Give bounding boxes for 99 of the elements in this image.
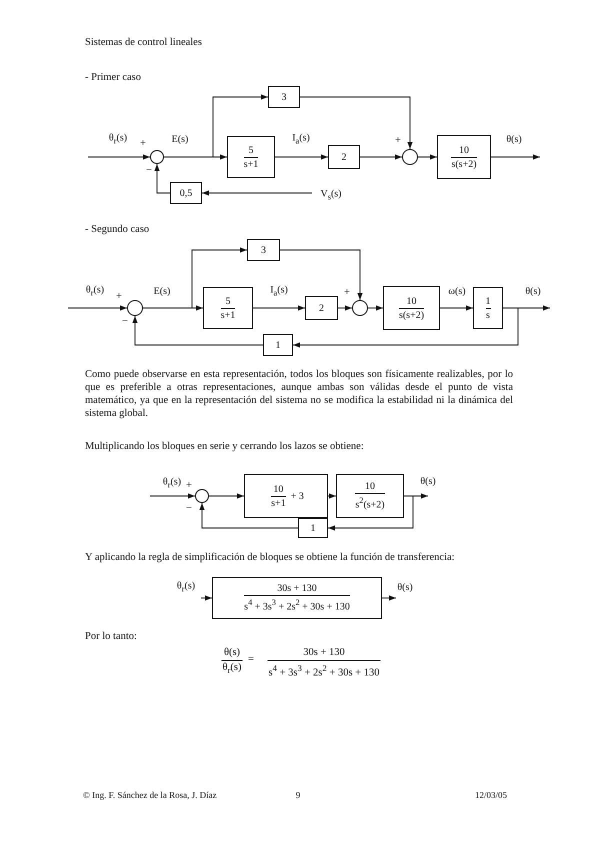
signal-arrow	[208, 493, 244, 499]
signal-arrow	[490, 154, 540, 160]
signal-label: ω(s)	[447, 286, 467, 298]
plus-sign: +	[116, 291, 122, 303]
transfer-block	[170, 182, 202, 204]
denominator-text: s+1	[220, 310, 236, 320]
transfer-block	[383, 286, 440, 330]
signal-arrow	[280, 250, 363, 300]
denominator-text: s$^{4}$ + 3s$^{3}$ + 2s$^{2}$ + 30s + 130	[244, 597, 350, 613]
equation-term: 30s + 130	[303, 647, 345, 659]
summing-junction	[352, 300, 368, 316]
plus-sign: +	[186, 480, 192, 492]
summing-junction	[195, 489, 209, 503]
signal-arrow	[199, 502, 298, 528]
transfer-block	[212, 577, 382, 619]
transfer-block	[328, 145, 360, 169]
signal-arrow	[150, 493, 196, 499]
signal-arrow	[440, 305, 474, 311]
signal-arrow	[274, 154, 328, 160]
denominator-text: s+1	[244, 158, 258, 170]
signal-arrow	[252, 305, 306, 311]
numerator-text: 10	[273, 484, 284, 494]
signal-arrow	[368, 305, 384, 311]
numerator-text: 10	[459, 144, 469, 156]
signal-arrow	[300, 96, 413, 150]
transfer-block	[244, 474, 328, 518]
transfer-block	[227, 136, 275, 178]
block-gain: 2	[319, 302, 324, 314]
summing-junction	[150, 150, 164, 164]
numerator-text: 5	[226, 296, 230, 306]
signal-arrow	[200, 595, 212, 601]
numerator-text: 30s + 130	[277, 583, 317, 594]
summing-junction	[127, 300, 143, 316]
plus-sign: +	[140, 138, 146, 150]
signal-arrow	[164, 94, 268, 158]
body-text: Multiplicando los bloques en serie y cerrando los lazos se obtiene:	[85, 441, 364, 453]
transfer-block	[203, 287, 253, 329]
added-term: + 3	[290, 490, 304, 502]
equals-sign: =	[248, 654, 254, 666]
equation-term: θ$_{r}$(s)	[222, 662, 242, 676]
block-gain: 2	[342, 152, 346, 162]
section-heading: - Primer caso	[85, 72, 141, 84]
block-gain: 1	[276, 340, 280, 350]
transfer-block	[263, 334, 293, 356]
denominator-text: s(s+2)	[398, 310, 424, 320]
transfer-block	[473, 287, 503, 329]
block-gain: 3	[282, 92, 286, 102]
signal-arrow	[202, 190, 312, 196]
numerator-text: 10	[365, 481, 375, 492]
block-gain: 1	[310, 522, 316, 534]
signal-label: θ(s)	[396, 582, 414, 594]
signal-arrow	[338, 305, 352, 311]
signal-arrow	[382, 595, 396, 601]
signal-label: E(s)	[152, 286, 172, 298]
transfer-block	[305, 296, 338, 320]
section-heading: - Segundo caso	[85, 224, 150, 236]
signal-label: θ(s)	[419, 476, 437, 488]
equation-term: s$^{4}$ + 3s$^{3}$ + 2s$^{2}$ + 30s + 130	[268, 662, 380, 680]
body-text: Y aplicando la regla de simplificación de bloques se obtiene la función de transferencia:	[85, 552, 455, 564]
numerator-text: 10	[406, 296, 416, 306]
signal-label: E(s)	[170, 134, 190, 146]
denominator-text: s$^{2}$(s+2)	[355, 495, 385, 511]
transfer-block	[268, 86, 300, 108]
page-heading: Sistemas de control lineales	[85, 37, 202, 49]
footer-text: © Ing. F. Sánchez de la Rosa, J. Díaz	[83, 789, 217, 801]
page-number: 9	[296, 789, 300, 801]
block-gain: 3	[261, 244, 266, 256]
denominator-text: s	[486, 310, 490, 320]
minus-sign: −	[122, 316, 128, 328]
signal-arrow	[292, 308, 518, 348]
numerator-text: 1	[486, 296, 490, 306]
transfer-block	[298, 518, 328, 538]
denominator-text: s+1	[271, 498, 286, 508]
denominator-text: s(s+2)	[451, 158, 477, 170]
footer-date: 12/03/05	[475, 789, 508, 801]
signal-arrow	[88, 154, 150, 160]
equation-term: θ(s)	[224, 647, 240, 659]
minus-sign: −	[146, 165, 152, 177]
signal-arrow	[360, 154, 402, 160]
plus-sign: +	[344, 287, 350, 299]
summing-junction	[402, 149, 418, 165]
body-paragraph: Como puede observarse en esta representación, todos los bloques son físicamente realizables, por lo que es preferible a otras representaciones, aunque ambas son válidas desde el punto de vista matemático, ya que en la representación del sistema no se modifica la estabilidad ni la dinámica del sistema global.	[85, 368, 513, 420]
signal-arrow	[328, 493, 336, 499]
signal-arrow	[132, 316, 264, 346]
transfer-block	[437, 135, 491, 179]
block-gain: 0,5	[180, 188, 192, 198]
signal-arrow	[328, 496, 414, 531]
signal-arrow	[154, 164, 170, 194]
signal-arrow	[142, 247, 248, 308]
body-text: Por lo tanto:	[85, 631, 137, 643]
plus-sign: +	[395, 135, 401, 147]
signal-label: θ(s)	[505, 134, 523, 146]
numerator-text: 5	[248, 144, 254, 156]
transfer-block	[247, 239, 280, 261]
minus-sign: −	[186, 503, 192, 515]
signal-label: θ(s)	[524, 286, 542, 298]
transfer-block	[336, 474, 404, 518]
signal-arrow	[68, 305, 128, 311]
signal-arrow	[418, 154, 438, 160]
